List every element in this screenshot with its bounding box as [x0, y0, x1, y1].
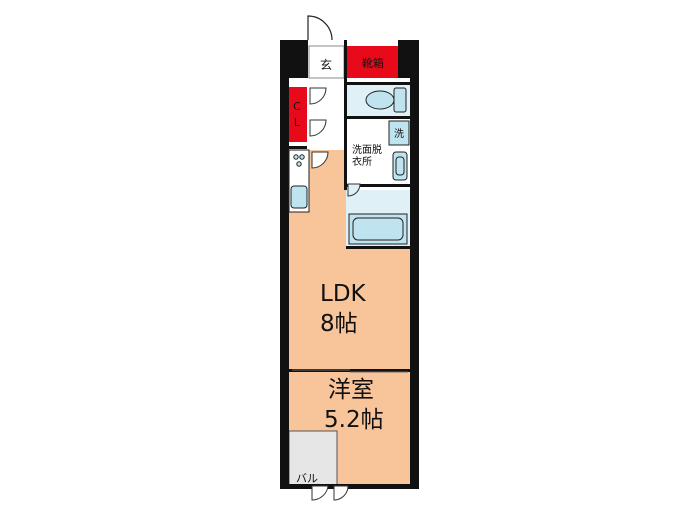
washer-label: 洗 [394, 128, 404, 140]
ldk-size: 8帖 [320, 311, 358, 337]
entrance-area [308, 45, 345, 79]
entrance-label: 玄 [320, 57, 332, 72]
closet-label-top: C [293, 100, 301, 113]
washroom-label-line1: 洗面脱 [352, 143, 382, 156]
western-size: 5.2帖 [324, 407, 384, 433]
shoe-box-label: 靴箱 [362, 56, 384, 70]
ldk-name: LDK [320, 281, 367, 307]
washer-icon [388, 120, 410, 146]
door-swing-icon [307, 15, 333, 41]
shoe-box [346, 46, 400, 78]
toilet-icon [365, 87, 407, 113]
closet [287, 87, 307, 142]
balcony [288, 430, 338, 487]
ldk-room [287, 150, 412, 370]
door-swing-icon [309, 87, 361, 501]
kitchen-sink-icon [290, 185, 308, 209]
washroom-label-line2: 衣所 [352, 155, 372, 168]
closet-label-bottom: L [294, 116, 301, 129]
balcony-label: バル [296, 472, 318, 485]
walls [280, 40, 419, 489]
bathtub-icon [348, 213, 408, 245]
western-name: 洋室 [328, 377, 374, 403]
sink-icon [392, 151, 408, 181]
stove-icon [293, 154, 305, 167]
sliding-door [292, 369, 408, 373]
